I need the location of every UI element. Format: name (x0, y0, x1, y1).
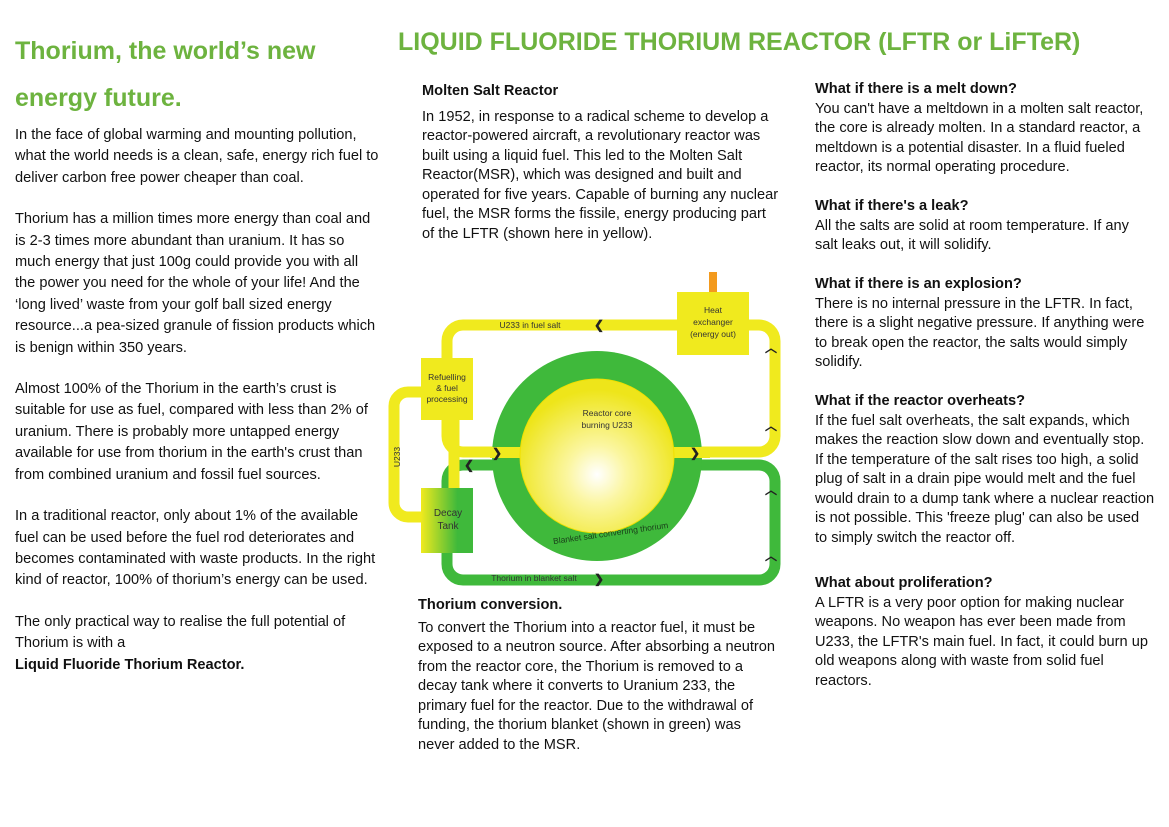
heat-exchanger-label: Heat (704, 305, 723, 315)
paragraph: In the face of global warming and mounti… (15, 127, 379, 186)
decay-tank-label: Decay (434, 508, 462, 519)
faq-question: What if there is a melt down? (815, 81, 1017, 97)
faq-answer: A LFTR is a very poor option for making … (815, 594, 1148, 689)
u233-label: U233 (392, 447, 402, 468)
heat-exchanger-label: exchanger (693, 317, 733, 327)
heat-exchanger-box (677, 292, 749, 355)
faq-question: What if there is an explosion? (815, 276, 1022, 292)
msr-section: Molten Salt Reactor In 1952, in response… (422, 82, 782, 244)
faq-answer: All the salts are solid at room temperat… (815, 217, 1129, 254)
paragraph: Almost 100% of the Thorium in the earth’… (15, 381, 368, 483)
svg-text:❯: ❯ (594, 572, 604, 587)
closing-text: The only practical way to realise the fu… (15, 613, 346, 652)
faq-question: What about proliferation? (815, 575, 993, 591)
svg-text:︿: ︿ (765, 419, 777, 433)
left-column: In the face of global warming and mounti… (15, 125, 380, 696)
paragraph: In a traditional reactor, only about 1% … (15, 508, 376, 589)
svg-text:❮: ❮ (594, 318, 604, 333)
thorium-blanket-label: Thorium in blanket salt (491, 573, 577, 583)
flow-arrows: ❮ ︿ ︿ ❯ ❯ ❮ ❯ ︿ ︿ (464, 318, 777, 587)
closing-bold: Liquid Fluoride Thorium Reactor. (15, 656, 245, 673)
refuelling-label: processing (426, 394, 467, 404)
faq-answer: There is no internal pressure in the LFT… (815, 295, 1145, 371)
paragraph: Thorium has a million times more energy … (15, 211, 376, 356)
conversion-heading: Thorium conversion. (418, 597, 563, 613)
faq-question: What if the reactor overheats? (815, 393, 1026, 409)
left-title: Thorium, the world’s new energy future. (15, 37, 316, 112)
main-title: LIQUID FLUORIDE THORIUM REACTOR (LFTR or… (398, 28, 1081, 56)
conversion-section: Thorium conversion. To convert the Thori… (418, 596, 778, 755)
svg-text:︿: ︿ (765, 549, 777, 563)
faq-item: What if the reactor overheats? If the fue… (815, 392, 1155, 548)
refuelling-label: Refuelling (428, 372, 466, 382)
conversion-text: To convert the Thorium into a reactor fu… (418, 619, 775, 753)
faq-item: What if there is a melt down? You can't h… (815, 80, 1155, 178)
svg-text:︿: ︿ (765, 483, 777, 497)
u233-fuel-salt-label: U233 in fuel salt (500, 320, 562, 330)
msr-text: In 1952, in response to a radical scheme… (422, 108, 779, 242)
core-label: Reactor core (583, 408, 632, 418)
svg-text:❯: ❯ (690, 446, 700, 461)
faq-item: What if there's a leak? All the salts are… (815, 197, 1155, 256)
svg-text:︿: ︿ (765, 341, 777, 355)
core-label: burning U233 (581, 420, 632, 430)
msr-heading: Molten Salt Reactor (422, 83, 559, 99)
faq-question: What if there's a leak? (815, 198, 969, 214)
faq-answer: If the fuel salt overheats, the salt exp… (815, 412, 1155, 546)
svg-text:❮: ❮ (464, 458, 474, 473)
decay-tank-label: Tank (437, 521, 459, 532)
faq-column: What if there is a melt down? You can't h… (815, 80, 1155, 711)
reactor-core (519, 378, 675, 534)
faq-answer: You can't have a meltdown in a molten sa… (815, 100, 1144, 176)
closing-paragraph: The only practical way to realise the fu… (15, 612, 380, 676)
refuelling-label: & fuel (436, 383, 458, 393)
heat-exchanger-label: (energy out) (690, 329, 736, 339)
faq-item: What if there is an explosion? There is n… (815, 275, 1155, 373)
faq-item: What about proliferation? A LFTR is a ver… (815, 574, 1155, 691)
refuelling-box (421, 358, 473, 420)
decay-tank-box (421, 488, 473, 553)
svg-text:❯: ❯ (492, 446, 502, 461)
